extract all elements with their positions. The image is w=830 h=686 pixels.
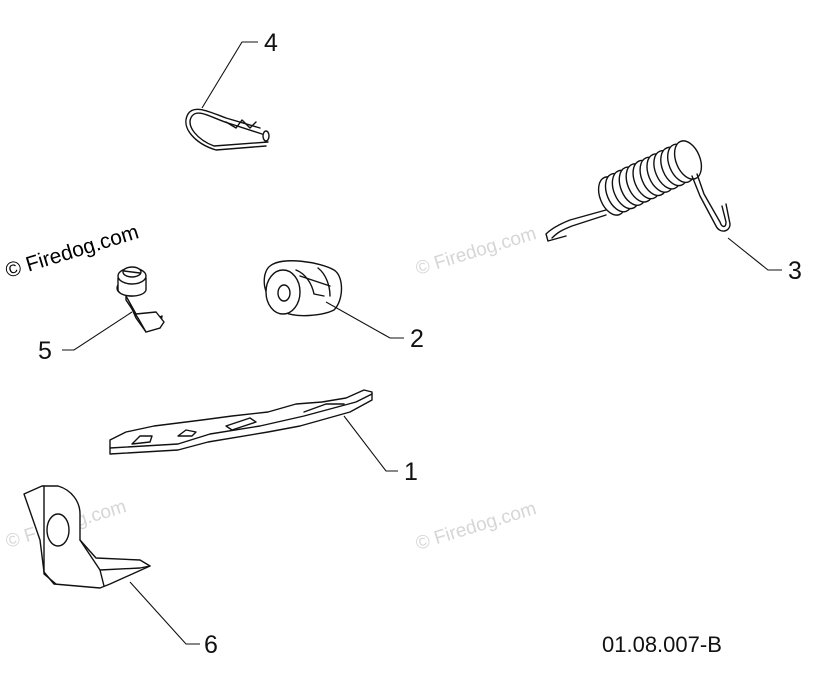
- label-1: 1: [404, 458, 418, 486]
- faint-watermark-1: © Firedog.com: [413, 223, 539, 280]
- label-2: 2: [410, 325, 424, 353]
- leader-1: [343, 415, 398, 472]
- part-4-hairpin-clip[interactable]: [185, 108, 270, 151]
- leader-5: [62, 311, 133, 351]
- leader-3: [727, 237, 782, 271]
- leader-lines: [62, 41, 782, 645]
- faint-watermark-2: © Firedog.com: [413, 498, 539, 555]
- part-3-extension-spring[interactable]: [545, 137, 731, 242]
- leader-2: [325, 301, 404, 339]
- drawing-code: 01.08.007-B: [602, 632, 722, 657]
- leader-4: [201, 41, 258, 109]
- leader-6: [129, 581, 200, 645]
- part-6-angle-bracket[interactable]: [23, 485, 151, 589]
- label-5: 5: [38, 337, 52, 365]
- spring-coil: [673, 140, 703, 180]
- part-2-bushing[interactable]: [263, 260, 343, 317]
- callout-labels: 4 3 2 5 1 6: [38, 29, 802, 659]
- part-5-flange-bolt[interactable]: [116, 266, 165, 333]
- label-6: 6: [204, 631, 218, 659]
- label-3: 3: [788, 257, 802, 285]
- part-1-lever-plate[interactable]: [109, 389, 373, 455]
- label-4: 4: [264, 29, 278, 57]
